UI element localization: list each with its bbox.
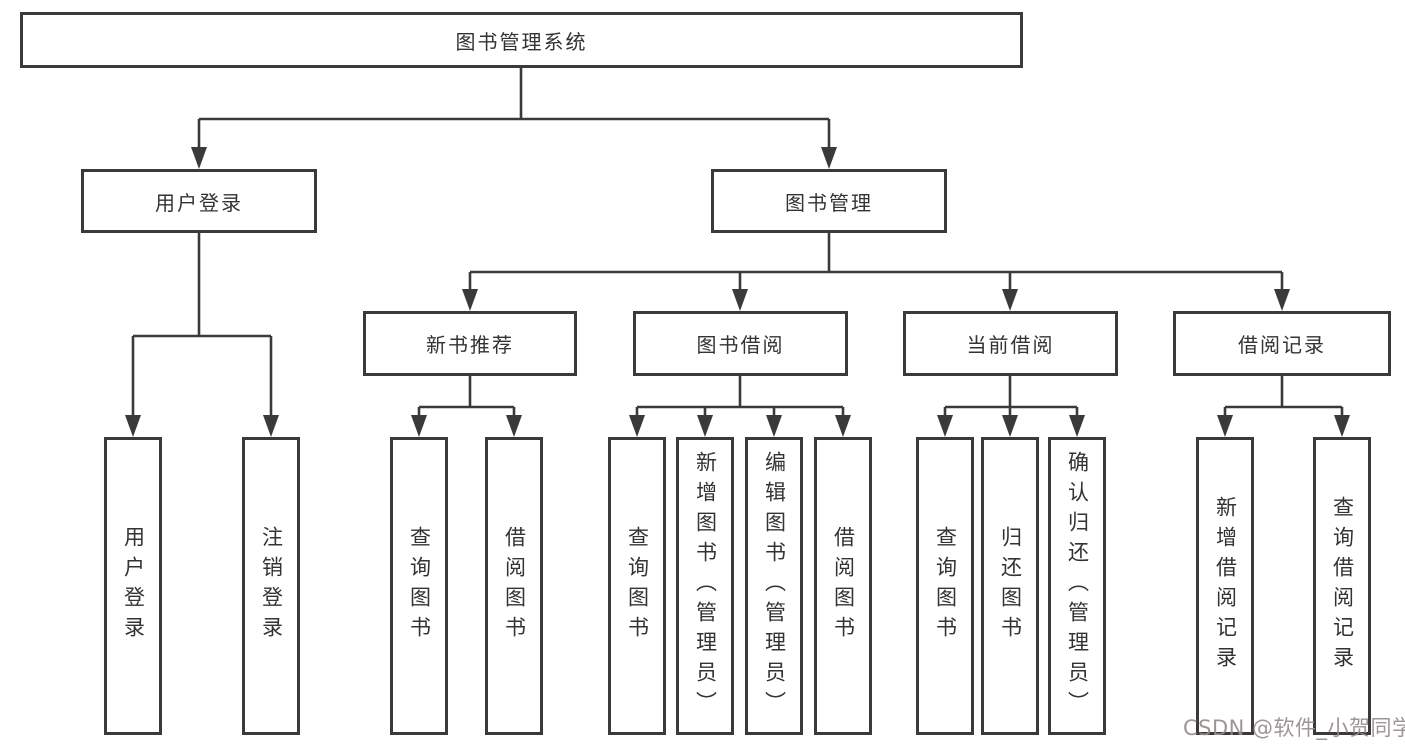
- node-current-borrowing: 当前借阅: [903, 311, 1118, 376]
- node-label: 查询图书: [625, 526, 650, 646]
- node-label: 借阅记录: [1238, 333, 1326, 357]
- leaf-add-books-admin: 新增图书（管理员）: [676, 437, 734, 735]
- node-book-management: 图书管理: [711, 169, 947, 233]
- leaf-query-books-borrowing: 查询图书: [608, 437, 666, 735]
- node-label: 确认归还（管理员）: [1065, 451, 1090, 721]
- node-label: 编辑图书（管理员）: [762, 451, 787, 721]
- leaf-query-books-current: 查询图书: [916, 437, 974, 735]
- node-label: 用户登录: [121, 526, 146, 646]
- node-label: 图书借阅: [696, 333, 785, 357]
- leaf-user-login: 用户登录: [104, 437, 162, 735]
- node-label: 当前借阅: [966, 333, 1055, 357]
- leaf-query-books-recommend: 查询图书: [390, 437, 448, 735]
- leaf-query-borrow-record: 查询借阅记录: [1313, 437, 1371, 735]
- node-label: 图书管理系统: [455, 29, 588, 54]
- node-borrowing-records: 借阅记录: [1173, 311, 1391, 376]
- csdn-watermark: CSDN @软件_小贺同学: [1183, 716, 1405, 740]
- leaf-confirm-return-admin: 确认归还（管理员）: [1048, 437, 1106, 735]
- node-label: 注销登录: [259, 526, 284, 646]
- leaf-add-borrow-record: 新增借阅记录: [1196, 437, 1254, 735]
- leaf-borrow-books-recommend: 借阅图书: [485, 437, 543, 735]
- node-book-borrowing: 图书借阅: [633, 311, 848, 376]
- node-label: 新书推荐: [426, 333, 514, 357]
- node-label: 查询图书: [407, 526, 432, 646]
- node-label: 归还图书: [998, 526, 1023, 646]
- node-label: 借阅图书: [502, 526, 527, 646]
- node-user-login: 用户登录: [81, 169, 317, 233]
- node-label: 查询图书: [933, 526, 958, 646]
- node-library-system: 图书管理系统: [20, 12, 1023, 68]
- node-label: 查询借阅记录: [1330, 496, 1355, 676]
- leaf-logout: 注销登录: [242, 437, 300, 735]
- node-label: 图书管理: [785, 190, 873, 215]
- node-label: 新增图书（管理员）: [693, 451, 718, 721]
- node-new-book-recommend: 新书推荐: [363, 311, 577, 376]
- leaf-edit-books-admin: 编辑图书（管理员）: [745, 437, 803, 735]
- node-label: 用户登录: [155, 190, 243, 215]
- node-label: 新增借阅记录: [1213, 496, 1238, 676]
- leaf-borrow-books: 借阅图书: [814, 437, 872, 735]
- node-label: 借阅图书: [831, 526, 856, 646]
- leaf-return-books: 归还图书: [981, 437, 1039, 735]
